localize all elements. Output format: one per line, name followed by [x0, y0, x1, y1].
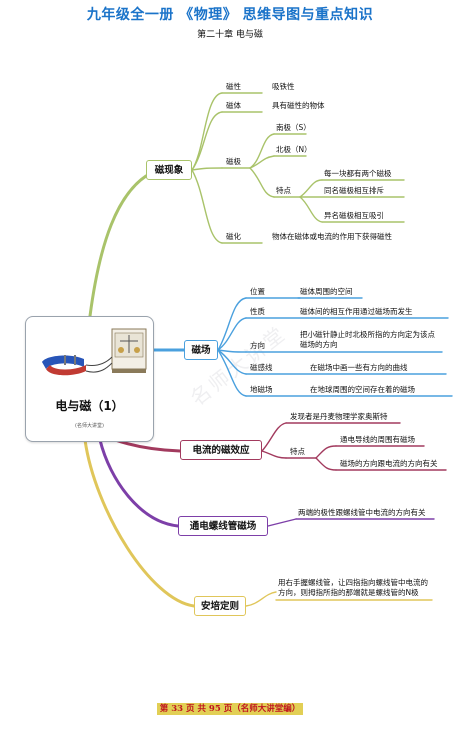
text-field-direction: 把小磁针静止时北极所指的方向定为该点磁场的方向	[300, 330, 435, 349]
label-magnetism: 磁性	[226, 82, 241, 91]
text-magnetize: 物体在磁体或电流的作用下获得磁性	[272, 232, 392, 241]
label-effect-features: 特点	[290, 447, 305, 456]
label-poles: 磁极	[226, 157, 241, 166]
text-south-pole: 南极（S）	[276, 123, 311, 132]
central-node: 电与磁（1） (名师大讲堂)	[25, 316, 154, 442]
text-ampere-rule: 用右手握螺线管，让四指指向螺线管中电流的方向，则拇指所指的那端就是螺线管的N极	[278, 578, 428, 597]
text-discoverer: 发现者是丹麦物理学家奥斯特	[290, 412, 388, 421]
topic-magnetic-field: 磁场	[184, 340, 218, 360]
text-solenoid-polarity: 两端的极性跟螺线管中电流的方向有关	[298, 508, 426, 517]
text-field-lines: 在磁场中画一些有方向的曲线	[310, 363, 408, 372]
label-field-position: 位置	[250, 287, 265, 296]
topic-solenoid-field: 通电螺线管磁场	[178, 516, 268, 536]
central-source: (名师大讲堂)	[75, 423, 104, 429]
central-title: 电与磁（1）	[55, 399, 124, 413]
topic-magnetic-phenomena: 磁现象	[146, 160, 192, 180]
topic-ampere-rule: 安培定则	[194, 596, 246, 616]
text-magnetism: 吸铁性	[272, 82, 295, 91]
branch-link-magnetic-phenomena	[88, 174, 148, 318]
text-field-nature: 磁体间的相互作用通过磁场而发生	[300, 307, 413, 316]
branch-link-solenoid	[98, 438, 180, 528]
text-earth-field: 在地球周围的空间存在着的磁场	[310, 385, 415, 394]
label-magnet: 磁体	[226, 101, 241, 110]
label-earth-field: 地磁场	[250, 385, 273, 394]
label-pole-features: 特点	[276, 186, 291, 195]
chapter-subtitle: 第二十章 电与磁	[197, 30, 263, 40]
text-pole-feature-2: 同名磁极相互排斥	[324, 186, 384, 195]
text-magnet: 具有磁性的物体	[272, 101, 325, 110]
label-field-lines: 磁感线	[250, 363, 273, 372]
text-north-pole: 北极（N）	[276, 145, 312, 154]
electromagnet-illustration-icon	[42, 328, 147, 376]
topic-magnetic-effect-of-current: 电流的磁效应	[180, 440, 262, 460]
page-number-banner: 第 33 页 共 95 页（名师大讲堂编）	[156, 703, 304, 715]
text-pole-feature-1: 每一块都有两个磁极	[324, 169, 392, 178]
label-field-nature: 性质	[250, 307, 265, 316]
label-magnetize: 磁化	[226, 232, 241, 241]
text-pole-feature-3: 异名磁极相互吸引	[324, 211, 384, 220]
page-footer: 第 33 页 共 95 页（名师大讲堂编）	[0, 702, 460, 715]
label-field-direction: 方向	[250, 341, 265, 350]
page-title: 九年级全一册 《物理》 思维导图与重点知识	[86, 7, 374, 23]
text-effect-feature-1: 通电导线的周围有磁场	[340, 435, 415, 444]
branch-link-ampere-rule	[83, 438, 196, 608]
text-effect-feature-2: 磁场的方向跟电流的方向有关	[340, 459, 438, 468]
text-field-position: 磁体周围的空间	[300, 287, 353, 296]
